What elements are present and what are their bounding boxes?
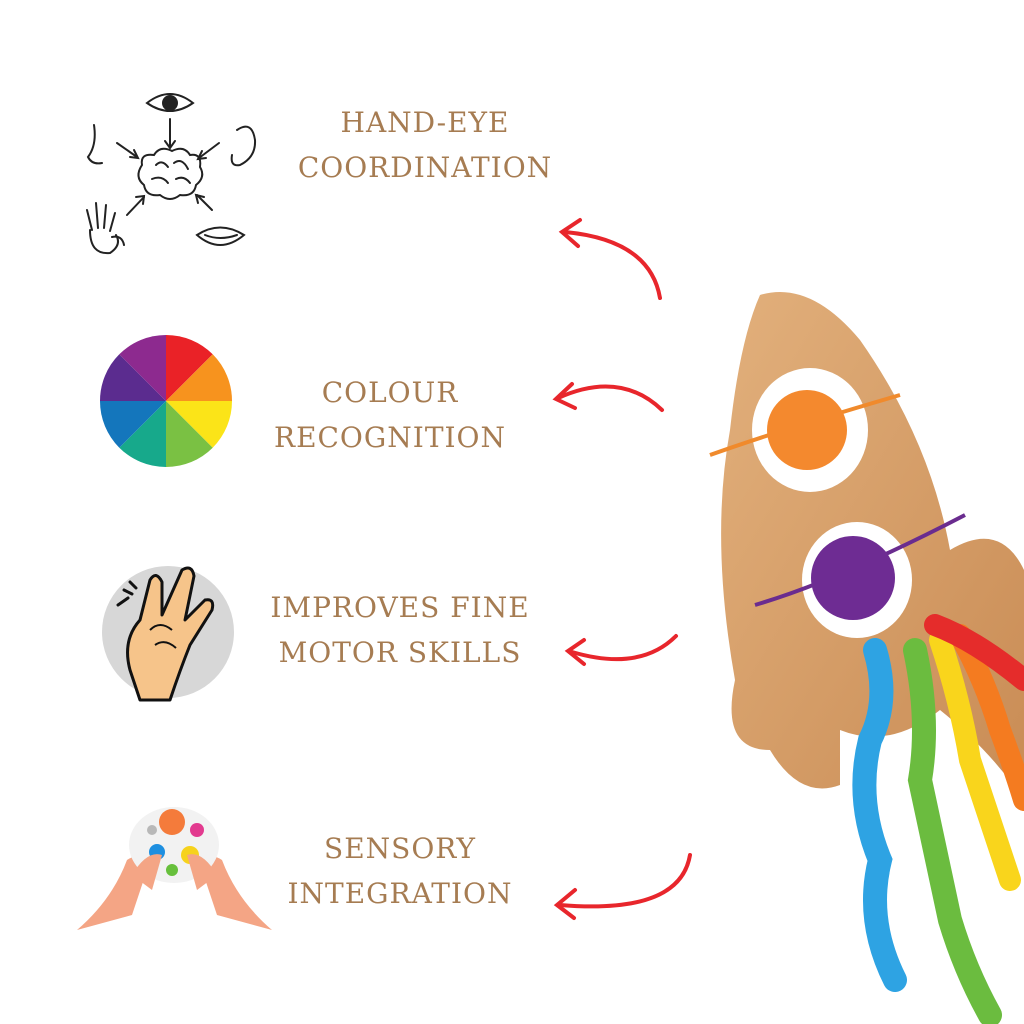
- benefit-label-hand-eye: HAND-EYE COORDINATION: [280, 100, 570, 190]
- benefit-label-sensory: SENSORY INTEGRATION: [255, 826, 545, 916]
- benefit-line-2: COORDINATION: [297, 151, 553, 184]
- benefit-label-colour: COLOUR RECOGNITION: [250, 370, 530, 460]
- benefit-line-1: COLOUR: [321, 376, 459, 409]
- benefit-line-1: SENSORY: [324, 832, 476, 865]
- benefit-line-1: HAND-EYE: [340, 106, 510, 139]
- senses-brain-icon: [72, 85, 267, 260]
- color-wheel-icon: [100, 335, 232, 467]
- pop-it-toy-icon: [72, 800, 277, 940]
- benefit-label-fine-motor: IMPROVES FINE MOTOR SKILLS: [255, 585, 545, 675]
- benefit-line-1: IMPROVES FINE: [270, 591, 530, 624]
- arrow-4: [558, 853, 692, 909]
- hand-gesture-icon: [100, 560, 240, 705]
- benefit-line-2: INTEGRATION: [287, 877, 513, 910]
- arrow-2: [556, 384, 664, 412]
- arrow-1: [563, 230, 662, 300]
- benefit-line-2: RECOGNITION: [273, 421, 507, 454]
- rocket-toy-image: [709, 292, 1024, 1024]
- benefit-line-2: MOTOR SKILLS: [278, 636, 522, 669]
- arrow-3: [570, 634, 678, 662]
